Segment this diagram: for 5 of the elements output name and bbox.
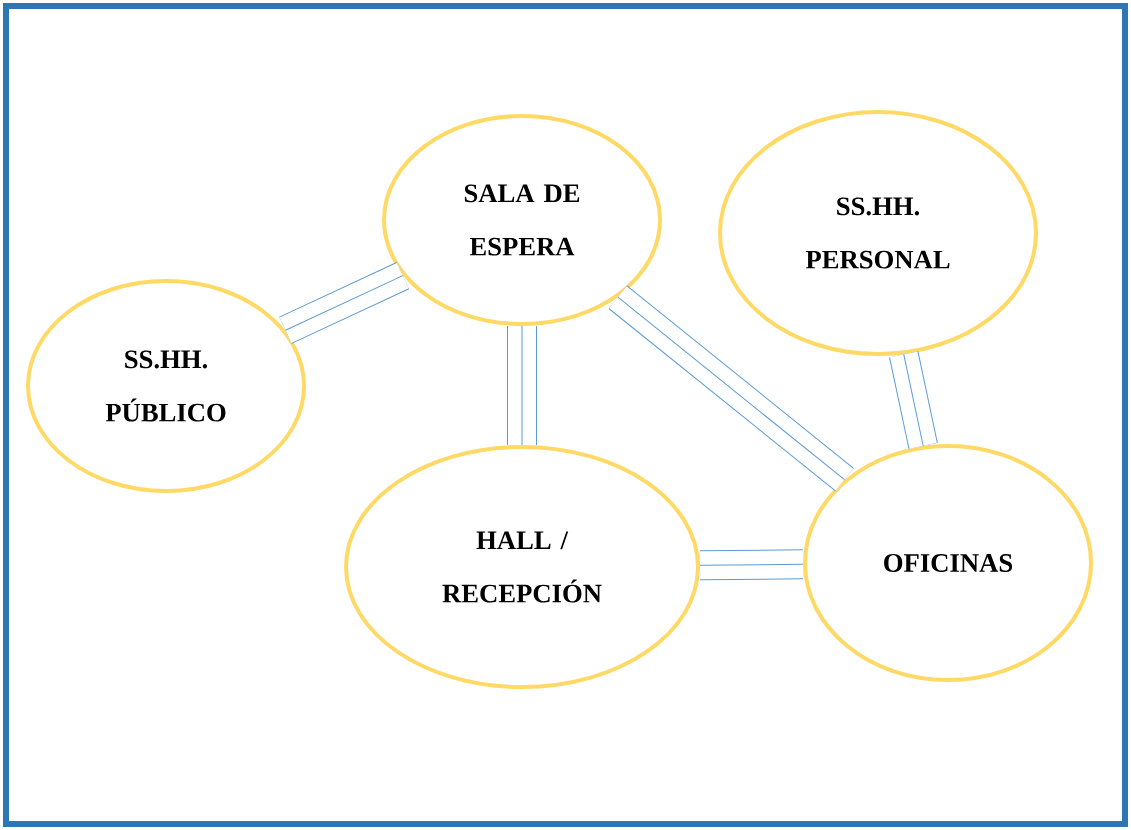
triple-line-connector <box>699 549 804 581</box>
triple-line-connector <box>608 285 854 492</box>
triple-line-connector <box>889 351 938 449</box>
triple-line-connector <box>279 262 410 344</box>
triple-line-connector <box>507 325 537 446</box>
